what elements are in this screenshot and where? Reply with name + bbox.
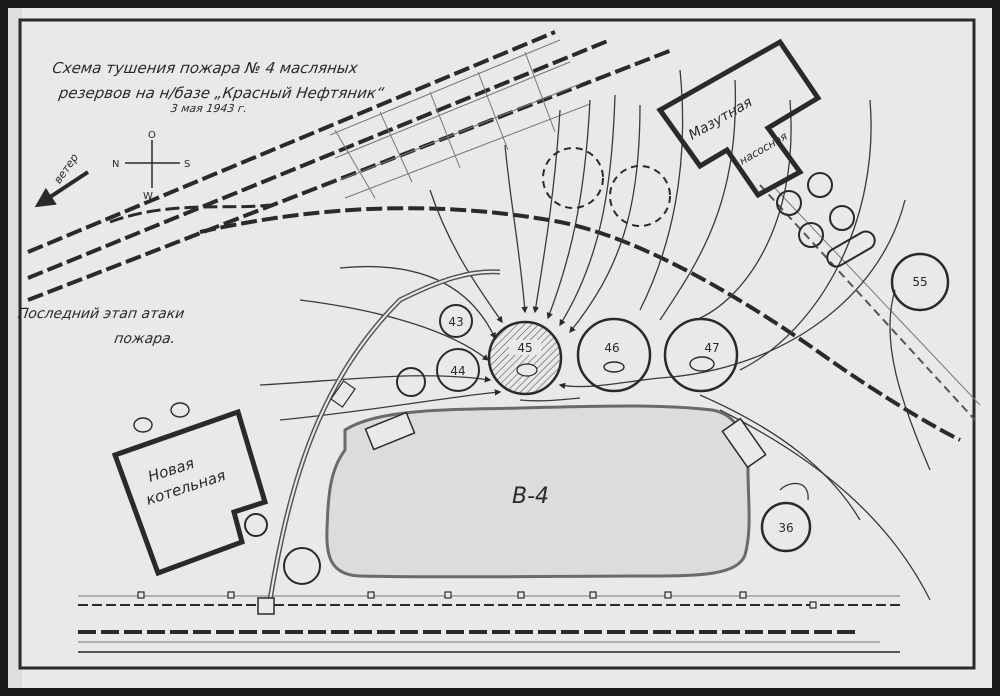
reservoir-label: В-4: [512, 484, 549, 509]
railway-tracks: [27, 30, 981, 653]
tank-43: 43: [439, 304, 473, 338]
stage-caption-line-2: пожара.: [113, 331, 176, 347]
fence-posts: [137, 591, 817, 609]
tank-47: 47: [663, 317, 739, 393]
hose-valve: [330, 380, 356, 408]
title-line-1: Схема тушения пожара № 4 масляных: [51, 59, 360, 77]
reservoir-b4: В-4: [325, 404, 767, 579]
tank-43-label: 43: [448, 315, 463, 329]
drawing-border: [18, 18, 976, 670]
tank-46: 46: [576, 317, 652, 393]
stage-caption: Последний этап атаки пожара.: [17, 306, 186, 347]
tank-44: 44: [436, 348, 480, 392]
tank-36-label: 36: [778, 521, 793, 535]
title-date: 3 мая 1943 г.: [170, 102, 248, 115]
tank-44-label: 44: [450, 364, 465, 378]
dashed-tanks: [542, 147, 671, 227]
tank-45-label: 45: [517, 341, 532, 355]
tank-36: 36: [760, 501, 812, 553]
fire-hose-lines: [259, 69, 931, 601]
compass-east: O: [148, 130, 156, 141]
tank-55: 55: [890, 252, 950, 312]
hydrant-box: [257, 597, 275, 615]
compass-west: W: [143, 191, 153, 202]
compass-rose: O N S W: [112, 130, 190, 202]
title-line-2: резервов на н/базе „Красный Нефтяник“: [57, 84, 386, 102]
title-block: Схема тушения пожара № 4 масляных резерв…: [51, 59, 385, 115]
stage-caption-line-1: Последний этап атаки: [17, 306, 186, 322]
compass-north: N: [112, 159, 119, 170]
small-tanks: [244, 172, 876, 585]
hose-route: [257, 269, 501, 615]
tank-46-label: 46: [604, 341, 619, 355]
tank-47-label: 47: [704, 341, 719, 355]
tank-45-burning: 45: [487, 320, 563, 396]
compass-south: S: [184, 159, 190, 170]
trestle-grid: [329, 39, 591, 199]
tank-55-label: 55: [912, 275, 927, 289]
